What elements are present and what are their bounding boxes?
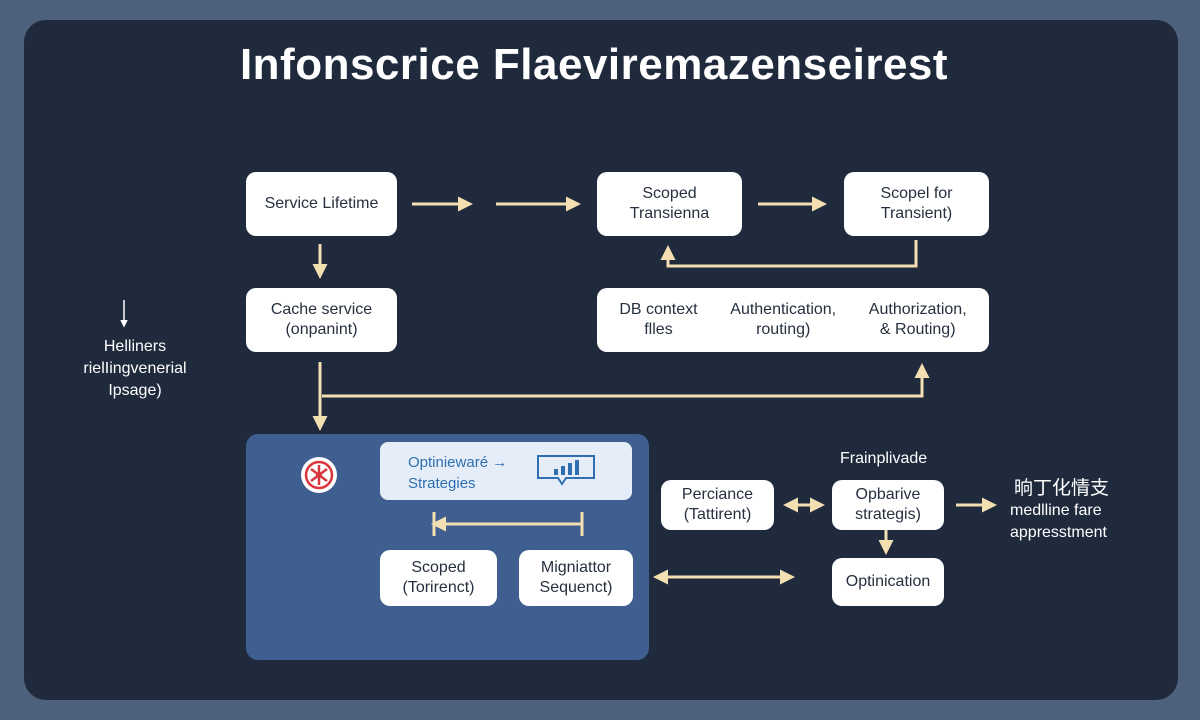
right-note: 晌丁化情支 medlline fare appresstment xyxy=(1010,478,1110,541)
bar-chart-icon xyxy=(537,455,595,486)
node-scopel-for: Scopel for Transient) xyxy=(844,172,989,236)
diagram-title: Infonscrice Flaeviremazenseirest xyxy=(239,40,949,89)
node-service-lifetime: Service Lifetime xyxy=(246,172,397,236)
node-perciance: Perciance (Tattirent) xyxy=(661,480,774,530)
framework-logo-icon xyxy=(301,457,337,493)
node-cache-service: Cache service (onpanint) xyxy=(246,288,397,352)
node-authorization: Authorization, & Routing) xyxy=(868,301,967,338)
node-scoped-transienna: Scoped Transienna xyxy=(597,172,742,236)
node-db-context: DB context flles xyxy=(619,301,698,338)
node-auth-row: DB context flles Authentication, routing… xyxy=(597,288,989,352)
node-opbarive: Opbarive strategis) xyxy=(832,480,944,530)
arrow-to-auth-row xyxy=(322,363,930,398)
arrow-scopel-back-to-scoped xyxy=(660,240,918,268)
strategy-card: Optiniewaré → Strategies xyxy=(380,442,632,500)
node-scoped-torirenct: Scoped (Torirenct) xyxy=(380,550,497,606)
left-note: Helliners rielIingvenerial Ipsage) xyxy=(83,338,187,399)
strategy-text: Optiniewaré → Strategies xyxy=(408,454,508,492)
node-optinication: Optinication xyxy=(832,558,944,606)
node-migniattor: Migniattor Sequenct) xyxy=(519,550,633,606)
node-authentication: Authentication, routing) xyxy=(730,301,837,338)
frainplivade-label: Frainplivade xyxy=(840,450,928,467)
